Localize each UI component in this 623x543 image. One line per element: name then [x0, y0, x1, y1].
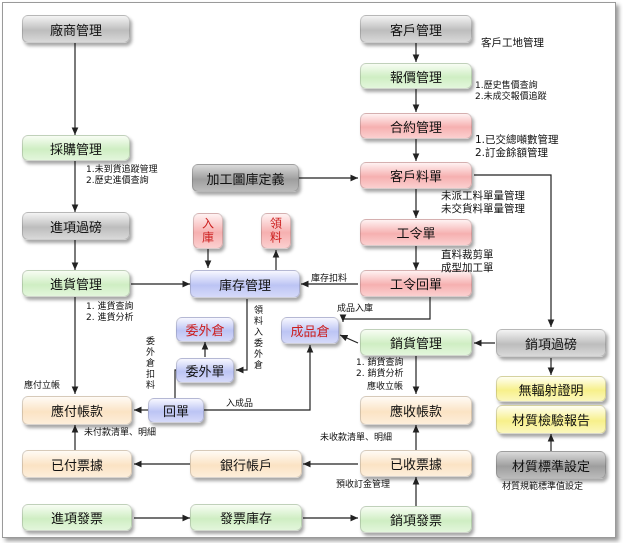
- node-customer-mgmt: 客戶管理: [360, 15, 472, 43]
- arrow-sales-finished: [339, 334, 359, 344]
- node-purchase-mgmt: 採購管理: [22, 135, 130, 161]
- node-consign-order: 委外單: [176, 358, 234, 383]
- note-into-finished: 入成品: [226, 399, 254, 409]
- node-material-report: 材質檢驗報告: [496, 405, 606, 434]
- note-work-2: 成型加工單: [441, 262, 494, 274]
- note-orders-1: 未派工料單量管理: [441, 190, 525, 202]
- note-inv-deduct: 庫存扣料: [311, 274, 348, 284]
- node-receiving-mgmt: 進貨管理: [22, 270, 130, 297]
- node-weigh-in: 進項過磅: [22, 212, 130, 240]
- note-customer-site: 客戶工地管理: [481, 37, 544, 49]
- node-consign-warehouse: 委外倉: [176, 317, 234, 342]
- note-payable-post: 應付立帳: [24, 381, 61, 391]
- node-inventory-mgmt: 庫存管理: [190, 270, 300, 298]
- note-work-1: 直料裁剪單: [441, 249, 494, 261]
- node-input-invoice: 進項發票: [22, 504, 132, 531]
- arrow-return-finished: [339, 297, 431, 322]
- node-contract-mgmt: 合約管理: [360, 113, 472, 139]
- arrow-inventory-consignorder: [236, 299, 248, 374]
- node-receivables: 應收帳款: [360, 396, 472, 425]
- node-no-radiation-cert: 無輻射證明: [496, 376, 606, 402]
- arrow-orders-salesweigh: [474, 174, 555, 327]
- note-orders-2: 未交貨料單量管理: [441, 203, 525, 215]
- node-finished-warehouse: 成品倉: [281, 317, 339, 344]
- note-contract-2: 2.訂金餘額管理: [475, 147, 549, 159]
- node-payables: 應付帳款: [22, 396, 132, 425]
- arrow-return-finished2: [204, 345, 314, 411]
- note-quote-2: 2.未成交報價追蹤: [475, 92, 547, 102]
- note-unpaid: 未付款清單、明細: [84, 428, 157, 438]
- note-purchase-1: 1.未到貨追蹤管理: [86, 165, 158, 175]
- note-receiving-1: 1. 進貨查詢: [86, 302, 134, 312]
- note-quote-1: 1.歷史售價查詢: [475, 81, 538, 91]
- node-vendor-mgmt: 廠商管理: [22, 15, 130, 43]
- node-stock-in: 入庫: [193, 213, 223, 249]
- note-receivable-post: 應收立帳: [367, 382, 404, 392]
- node-bank-account: 銀行帳戶: [190, 450, 302, 478]
- node-sales-weigh: 銷項過磅: [496, 329, 606, 357]
- note-unreceived: 未收款清單、明細: [320, 433, 393, 443]
- node-received-notes: 已收票據: [360, 450, 472, 477]
- note-std: 材質規範標準值設定: [502, 482, 584, 492]
- node-stock-out: 領料: [261, 213, 291, 249]
- node-paid-notes: 已付票據: [22, 450, 132, 478]
- node-invoice-stock: 發票庫存: [190, 504, 302, 531]
- node-output-invoice: 銷項發票: [360, 506, 472, 533]
- node-work-order: 工令單: [360, 219, 472, 246]
- note-prepaid: 預收訂金管理: [336, 480, 391, 490]
- note-purchase-2: 2.歷史進價查詢: [86, 176, 149, 186]
- node-quote-mgmt: 報價管理: [360, 63, 472, 89]
- node-process-library: 加工圖庫定義: [192, 164, 299, 192]
- node-customer-orders: 客戶料單: [360, 162, 472, 189]
- node-material-std: 材質標準設定: [496, 451, 606, 479]
- note-pick-consign: 領料入委外倉: [252, 305, 262, 371]
- note-sales-1: 1. 銷貨查詢: [356, 358, 404, 368]
- note-consign-deduct: 委外倉扣料: [144, 336, 154, 391]
- note-receiving-2: 2. 進貨分析: [86, 313, 134, 323]
- note-sales-2: 2. 銷貨分析: [356, 369, 404, 379]
- node-work-return: 工令回單: [360, 270, 472, 297]
- node-sales-mgmt: 銷貨管理: [360, 329, 472, 356]
- note-contract-1: 1.已交總噸數管理: [475, 134, 559, 146]
- node-return-order: 回單: [148, 398, 204, 423]
- note-finished-in: 成品入庫: [337, 304, 374, 314]
